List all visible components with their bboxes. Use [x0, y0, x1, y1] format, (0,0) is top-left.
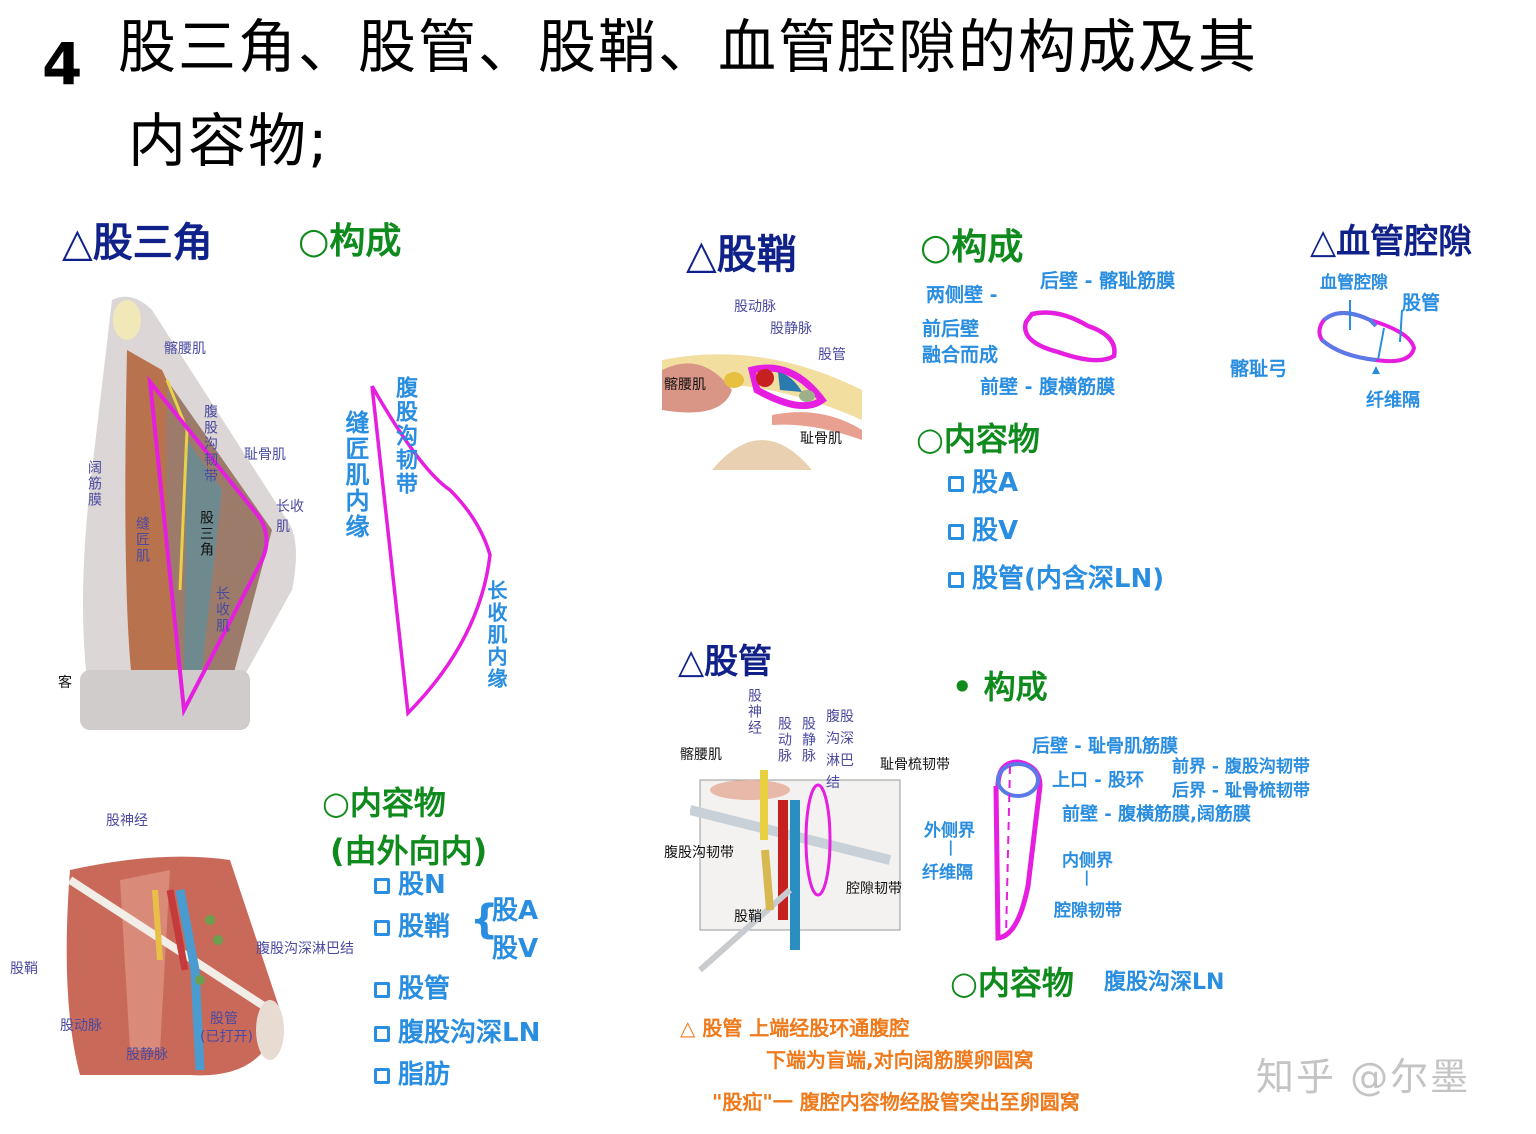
canal-anatomy-drawing [690, 770, 901, 973]
femoral-triangle-contents-sub: (由外向内) [330, 832, 488, 870]
canal-lateral-2: | [948, 838, 954, 856]
lacuna-iliopectineal-label: 髂耻弓 [1230, 358, 1288, 380]
femoral-triangle-diagram [370, 385, 492, 717]
label-sheath-pectineus: 耻骨肌 [800, 431, 842, 447]
canal-shape-diagram [993, 759, 1043, 941]
inguinal-anatomy-drawing [66, 856, 284, 1076]
label-femoral-vein: 股静脉 [126, 1047, 168, 1063]
page-title-line1: 股三角、股管、股鞘、血管腔隙的构成及其 [118, 13, 1259, 81]
label-deep-inguinal-ln: 腹股沟深淋巴结 [256, 941, 354, 957]
label-triangle: 股三角 [198, 510, 214, 558]
canal-label-femoral-nerve: 股神经 [746, 688, 762, 736]
vascular-lacuna-heading: △血管腔隙 [1310, 222, 1473, 262]
femoral-canal-contents-heading: ○内容物 [950, 964, 1074, 1002]
note-line-1: △ 股管 上端经股环通腹腔 [680, 1016, 910, 1040]
sheath-posterior-wall: 后壁 - 髂耻筋膜 [1040, 270, 1176, 292]
diagram-label-adductor-edge: 长收肌内缘 [484, 580, 508, 690]
label-sheath-vein: 股静脉 [770, 321, 812, 337]
femoral-sheath-contents-heading: ○内容物 [916, 420, 1040, 458]
sheath-item-artery: 股A [492, 896, 539, 926]
label-sheath-canal: 股管 [818, 347, 846, 363]
femoral-canal-illustration [690, 770, 910, 980]
label-adductor-longus-arrow: 长收肌 [276, 499, 304, 535]
label-opened: (已打开) [200, 1029, 253, 1045]
femoral-canal-composition-heading: • 构成 [952, 668, 1048, 706]
sheath-item-vein: 股V [492, 934, 539, 964]
canal-label-lacunar-ligament: 腔隙韧带 [846, 881, 902, 897]
canal-front-border: 前界 - 腹股沟韧带 [1172, 757, 1310, 777]
canal-medial-1: 内侧界 [1062, 851, 1113, 871]
contents-item-femoral-sheath: 股鞘 [374, 914, 450, 940]
lacuna-canal-label: 股管 [1402, 292, 1441, 314]
canal-label-iliopsoas: 髂腰肌 [680, 747, 722, 763]
sheath-anterior-wall: 前壁 - 腹横筋膜 [980, 376, 1116, 398]
lacuna-diagram [1317, 300, 1417, 374]
label-sheath-artery: 股动脉 [734, 299, 776, 315]
cross-section-drawing [662, 354, 862, 470]
canal-medial-2: | [1084, 868, 1090, 886]
page-title-line2: 内容物; [128, 107, 330, 175]
label-pectineus: 耻骨肌 [244, 447, 286, 463]
label-inguinal-ligament: 腹股沟韧带 [202, 404, 218, 484]
canal-label-femoral-artery: 股动脉 [776, 716, 792, 764]
contents-item-femoral-canal: 股管 [374, 976, 450, 1002]
label-sartorius: 缝匠肌 [134, 516, 150, 564]
sheath-contents-canal: 股管(内含深LN) [948, 566, 1164, 592]
canal-back-border: 后界 - 耻骨梳韧带 [1172, 781, 1310, 801]
femoral-triangle-composition-heading: ○构成 [298, 221, 402, 262]
label-femoral-artery: 股动脉 [60, 1018, 102, 1034]
label-corner-char: 客 [58, 675, 72, 691]
sheath-fused-2: 融合而成 [922, 344, 999, 366]
femoral-triangle-illustration: 髂腰肌 腹股沟韧带 耻骨肌 长收肌 阔筋膜 缝匠肌 股三角 长收肌 [72, 290, 312, 740]
femoral-triangle-contents-heading: ○内容物 [322, 784, 446, 822]
canal-label-femoral-sheath: 股鞘 [734, 909, 762, 925]
canal-medial-3: 腔隙韧带 [1054, 901, 1122, 921]
femoral-sheath-heading: △股鞘 [686, 232, 797, 278]
diagram-label-sartorius-edge: 缝匠肌内缘 [341, 410, 369, 540]
label-sheath-iliopsoas: 髂腰肌 [664, 377, 706, 393]
canal-posterior-wall: 后壁 - 耻骨肌筋膜 [1032, 736, 1179, 757]
femoral-sheath-cross-section [662, 330, 862, 470]
contents-item-fat: 脂肪 [374, 1062, 450, 1088]
title-number: 4 [42, 30, 83, 98]
lacuna-septum-label: 纤维隔 [1366, 390, 1420, 411]
sheath-fused-1: 前后壁 [922, 318, 980, 340]
brace: { [470, 897, 499, 943]
canal-lateral-1: 外侧界 [924, 821, 975, 841]
sheath-sides: 两侧壁 - [926, 284, 998, 306]
note-line-2: 下端为盲端,对向阔筋膜卵圆窝 [766, 1048, 1034, 1072]
sheath-contents-artery: 股A [948, 470, 1018, 496]
canal-anterior-wall: 前壁 - 腹横筋膜,阔筋膜 [1062, 804, 1251, 825]
watermark: 知乎 @尔墨 [1256, 1055, 1471, 1099]
label-femoral-canal: 股管 [210, 1011, 238, 1027]
femoral-triangle-heading: △股三角 [62, 220, 213, 266]
canal-label-pectineal-ligament: 耻骨梳韧带 [880, 757, 950, 773]
thigh-anatomy-drawing [80, 296, 296, 730]
lacuna-label: 血管腔隙 [1320, 273, 1388, 293]
canal-lateral-3: 纤维隔 [922, 863, 973, 883]
label-fascia-lata: 阔筋膜 [86, 460, 102, 508]
sheath-contents-vein: 股V [948, 518, 1018, 544]
note-line-3: "股疝"一 腹腔内容物经股管突出至卵圆窝 [712, 1090, 1080, 1114]
canal-label-femoral-vein: 股静脉 [800, 716, 816, 764]
femoral-canal-heading: △股管 [678, 642, 773, 682]
label-adductor-longus: 长收肌 [214, 586, 230, 634]
contents-item-femoral-nerve: 股N [374, 872, 446, 898]
canal-upper-opening: 上口 - 股环 [1052, 770, 1145, 791]
label-iliopsoas: 髂腰肌 [164, 341, 206, 357]
label-femoral-nerve: 股神经 [106, 813, 148, 829]
canal-label-deep-ln: 腹股沟深淋巴结 [826, 709, 854, 791]
inguinal-region-illustration [60, 850, 290, 1080]
contents-item-deep-ln: 腹股沟深LN [374, 1020, 540, 1046]
diagram-label-inguinal-ligament: 腹股沟韧带 [392, 376, 417, 496]
femoral-canal-contents: 腹股沟深LN [1104, 970, 1225, 995]
label-femoral-sheath: 股鞘 [10, 961, 38, 977]
sheath-outline-diagram [1022, 310, 1117, 363]
canal-label-inguinal-ligament: 腹股沟韧带 [664, 845, 734, 861]
femoral-sheath-composition-heading: ○构成 [920, 227, 1024, 268]
